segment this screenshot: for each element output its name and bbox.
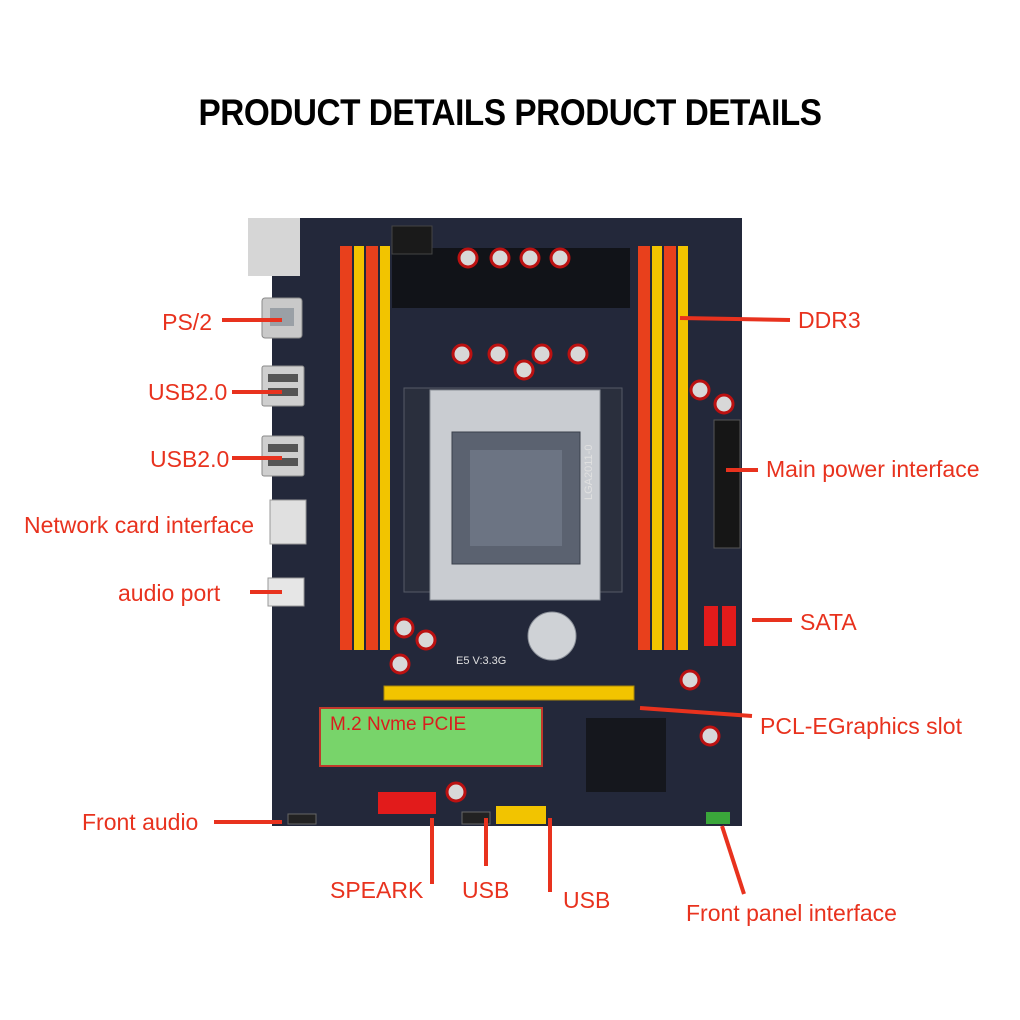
pcie-x16-slot bbox=[383, 685, 635, 701]
label-audio-port: audio port bbox=[118, 580, 221, 606]
dimm-slots-left bbox=[340, 246, 390, 650]
sata-port-1 bbox=[704, 606, 718, 646]
label-usb-header-1: USB bbox=[462, 877, 510, 903]
label-front-panel-interface: Front panel interface bbox=[686, 900, 897, 926]
label-sata: SATA bbox=[800, 609, 857, 635]
label-speark: SPEARK bbox=[330, 877, 424, 903]
socket-label: LGA2011-0 bbox=[583, 445, 595, 500]
usb-header-2 bbox=[496, 806, 546, 824]
pcie-x1-slot bbox=[378, 792, 436, 814]
m2-label: M.2 Nvme PCIE bbox=[330, 714, 466, 735]
usb-header-1 bbox=[461, 811, 491, 825]
cmos-battery bbox=[527, 611, 577, 661]
callout-lines bbox=[214, 316, 792, 895]
label-ps2: PS/2 bbox=[162, 309, 212, 335]
label-ddr3: DDR3 bbox=[798, 307, 861, 333]
usb-port-upper bbox=[261, 365, 305, 407]
capacitors bbox=[389, 247, 735, 803]
m2-slot bbox=[319, 707, 543, 767]
front-audio-header bbox=[287, 813, 317, 825]
ethernet-port bbox=[269, 499, 307, 545]
sata-port-2 bbox=[722, 606, 736, 646]
page-title: PRODUCT DETAILS PRODUCT DETAILS bbox=[198, 92, 822, 133]
label-usb-header-2: USB bbox=[563, 887, 611, 913]
cpu-socket bbox=[403, 387, 623, 601]
chipset-heatsink bbox=[586, 718, 666, 792]
label-usb20-upper: USB2.0 bbox=[148, 379, 228, 405]
cpu-power-connector bbox=[391, 225, 433, 255]
rear-io-shield bbox=[248, 218, 300, 276]
main-power-connector bbox=[713, 419, 741, 549]
vrm-heatsink bbox=[392, 248, 630, 308]
label-main-power-interface: Main power interface bbox=[766, 456, 980, 482]
label-usb20-lower: USB2.0 bbox=[150, 446, 230, 472]
label-pcie-graphics-slot: PCL-EGraphics slot bbox=[760, 713, 962, 739]
dimm-slots-right bbox=[638, 246, 688, 650]
front-panel-header bbox=[706, 812, 730, 824]
label-network-card-interface: Network card interface bbox=[24, 512, 255, 538]
label-front-audio: Front audio bbox=[82, 809, 199, 835]
board-version-label: E5 V:3.3G bbox=[456, 655, 506, 667]
